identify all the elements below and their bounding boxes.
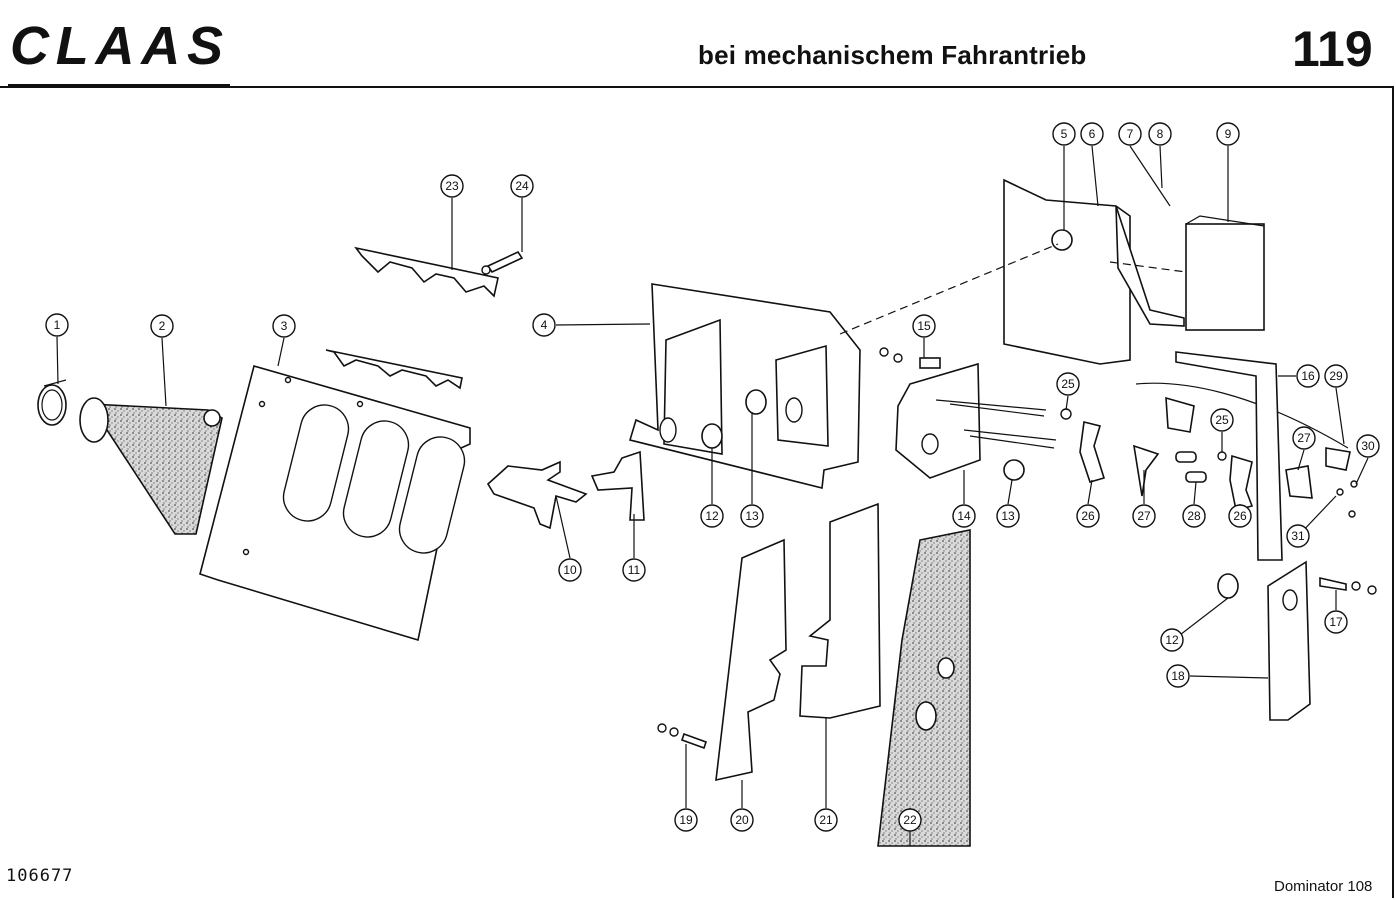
svg-text:28: 28 [1187, 509, 1201, 523]
callout-13b: 13 [996, 504, 1020, 528]
callout-9: 9 [1216, 122, 1240, 146]
callout-13: 13 [740, 504, 764, 528]
callout-19: 19 [674, 808, 698, 832]
svg-text:13: 13 [1001, 509, 1015, 523]
svg-text:6: 6 [1089, 127, 1096, 141]
callout-27b: 27 [1132, 504, 1156, 528]
svg-text:26: 26 [1081, 509, 1095, 523]
svg-text:8: 8 [1157, 127, 1164, 141]
callout-21: 21 [814, 808, 838, 832]
svg-text:24: 24 [515, 179, 529, 193]
callout-18: 18 [1166, 664, 1190, 688]
callout-11: 11 [622, 558, 646, 582]
callout-10: 10 [558, 558, 582, 582]
svg-text:20: 20 [735, 813, 749, 827]
callout-2: 2 [150, 314, 174, 338]
svg-text:1: 1 [54, 318, 61, 332]
svg-text:16: 16 [1301, 369, 1315, 383]
svg-text:30: 30 [1361, 439, 1375, 453]
callout-8: 8 [1148, 122, 1172, 146]
part-side-plate-20 [715, 538, 787, 782]
callout-28: 28 [1182, 504, 1206, 528]
callout-14: 14 [952, 504, 976, 528]
callout-12: 12 [700, 504, 724, 528]
svg-text:22: 22 [903, 813, 917, 827]
svg-text:25: 25 [1061, 377, 1075, 391]
part-cone-boot [79, 397, 223, 535]
page-title: bei mechanischem Fahrantrieb [698, 40, 1087, 70]
page-number: 119 [1292, 21, 1373, 77]
logo-underline [8, 84, 230, 86]
callout-16: 16 [1296, 364, 1320, 388]
part-stud-plate [895, 362, 1057, 479]
part-bolt-24 [481, 250, 524, 275]
svg-text:31: 31 [1291, 529, 1305, 543]
callout-25: 25 [1056, 372, 1080, 396]
callout-30: 30 [1356, 434, 1380, 458]
svg-text:21: 21 [819, 813, 833, 827]
svg-text:23: 23 [445, 179, 459, 193]
callout-17: 17 [1324, 610, 1348, 634]
svg-text:2: 2 [159, 319, 166, 333]
part-main-frame [628, 283, 861, 489]
svg-text:5: 5 [1061, 127, 1068, 141]
svg-text:12: 12 [1165, 633, 1179, 647]
callout-31: 31 [1286, 524, 1310, 548]
svg-text:11: 11 [628, 563, 641, 577]
callout-26: 26 [1076, 504, 1100, 528]
svg-text:27: 27 [1137, 509, 1151, 523]
svg-text:CLAAS: CLAAS [10, 18, 226, 70]
svg-text:10: 10 [563, 563, 577, 577]
part-bracket-10 [486, 460, 588, 530]
callout-20: 20 [730, 808, 754, 832]
svg-text:25: 25 [1215, 413, 1229, 427]
model-label: Dominator 108 [1274, 878, 1373, 895]
svg-text:29: 29 [1329, 369, 1343, 383]
svg-text:9: 9 [1225, 127, 1232, 141]
svg-text:15: 15 [917, 319, 931, 333]
part-hose-clamp [37, 379, 67, 426]
drawing-frame [0, 86, 1394, 898]
callout-26b: 26 [1228, 504, 1252, 528]
svg-text:18: 18 [1171, 669, 1185, 683]
drawing-number: 106677 [6, 866, 74, 886]
svg-text:27: 27 [1297, 431, 1311, 445]
svg-text:17: 17 [1329, 615, 1343, 629]
callout-1: 1 [45, 313, 69, 337]
callout-22: 22 [898, 808, 922, 832]
part-bracket-18 [1267, 560, 1377, 721]
part-mount-bracket [1003, 178, 1265, 365]
part-bushing [701, 389, 1239, 599]
part-bolt-19 [657, 723, 708, 750]
part-seal-strip [325, 246, 499, 390]
svg-text:3: 3 [281, 319, 288, 333]
leader-lines [56, 145, 1369, 846]
callout-5: 5 [1052, 122, 1076, 146]
svg-text:13: 13 [745, 509, 759, 523]
svg-text:14: 14 [957, 509, 971, 523]
svg-text:7: 7 [1127, 127, 1134, 141]
callout-12b: 12 [1160, 628, 1184, 652]
callout-3: 3 [272, 314, 296, 338]
callout-4: 4 [532, 313, 556, 337]
callout-23: 23 [440, 174, 464, 198]
part-insulation-block [877, 529, 971, 847]
callout-6: 6 [1080, 122, 1104, 146]
svg-text:4: 4 [541, 318, 548, 332]
part-small-hardware [879, 347, 1358, 561]
part-bracket-11 [590, 450, 645, 521]
svg-text:19: 19 [679, 813, 693, 827]
callout-25b: 25 [1210, 408, 1234, 432]
svg-text:12: 12 [705, 509, 719, 523]
part-cover-plate [199, 365, 471, 642]
callout-7: 7 [1118, 122, 1142, 146]
claas-logo: CLAAS [10, 18, 226, 70]
callout-27: 27 [1292, 426, 1316, 450]
part-side-plate-21 [799, 502, 881, 719]
callout-15: 15 [912, 314, 936, 338]
callout-29: 29 [1324, 364, 1348, 388]
callout-24: 24 [510, 174, 534, 198]
svg-text:26: 26 [1233, 509, 1247, 523]
